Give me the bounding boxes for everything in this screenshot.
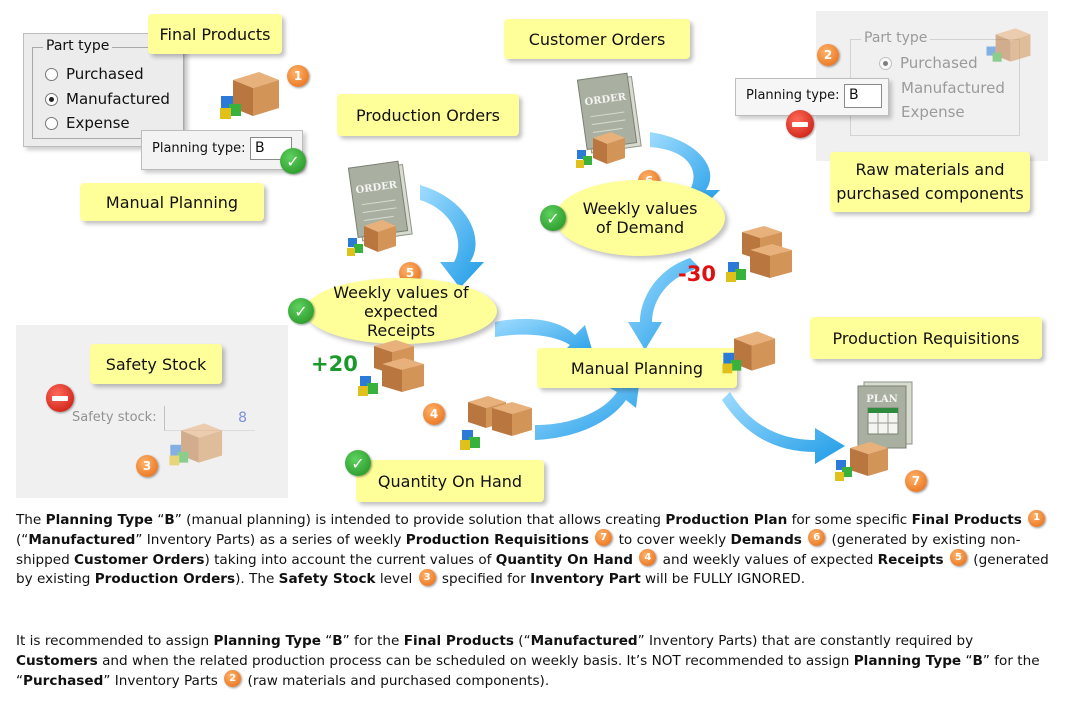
minus-icon [786, 110, 814, 138]
arrow-planning-to-requisitions [722, 392, 845, 464]
part-type-group: Part type Purchased Manufactured Expense [32, 38, 184, 139]
description-paragraph-2: It is recommended to assign Planning Typ… [16, 633, 1040, 689]
callout-final-products: Final Products [148, 14, 282, 54]
boxes-icon [460, 396, 532, 450]
boxes-icon [358, 340, 424, 396]
callout-manual-planning-left: Manual Planning [80, 183, 264, 221]
minus-icon [46, 384, 74, 412]
planning-type-panel-left: Planning type: B [141, 130, 303, 170]
arrow-qoh-to-planning [535, 378, 640, 440]
check-icon: ✓ [288, 298, 314, 324]
callout-manual-planning-center: Manual Planning [537, 348, 737, 388]
order-document-icon: ORDER [347, 160, 413, 256]
callout-production-requisitions: Production Requisitions [810, 317, 1042, 359]
badge-1-icon: 1 [287, 65, 309, 87]
check-icon: ✓ [280, 148, 306, 174]
badge-5-inline-icon: 5 [949, 549, 967, 567]
radio-purchased[interactable]: Purchased [45, 65, 144, 83]
ellipse-weekly-demand: Weekly values of Demand [555, 180, 725, 256]
arrow-orders-to-receipts [420, 185, 484, 288]
badge-6-inline-icon: 6 [808, 529, 826, 547]
badge-3-icon: 3 [136, 455, 158, 477]
receipts-number: +20 [311, 352, 358, 376]
demand-number: -30 [678, 262, 716, 286]
ellipse-weekly-receipts: Weekly values of expected Receipts [305, 278, 497, 344]
check-icon: ✓ [540, 205, 566, 231]
radio-manufactured[interactable]: Manufactured [45, 90, 170, 108]
description-paragraph-1: The Planning Type “B” (manual planning) … [16, 509, 1056, 590]
badge-7-icon: 7 [905, 470, 927, 492]
badge-4-icon: 4 [423, 403, 445, 425]
badge-4-inline-icon: 4 [639, 549, 657, 567]
callout-production-orders: Production Orders [337, 94, 519, 136]
planning-type-panel-right: Planning type: B [735, 78, 889, 116]
boxes-icon [986, 28, 1031, 62]
planning-type-label: Planning type: [152, 141, 246, 156]
radio-expense[interactable]: Expense [45, 114, 130, 132]
badge-2-inline-icon: 2 [224, 670, 242, 688]
badge-7-inline-icon: 7 [595, 529, 613, 547]
radio-expense-right[interactable]: Expense [901, 103, 965, 121]
radio-purchased-right[interactable]: Purchased [879, 54, 978, 72]
part-type-group-title: Part type [43, 38, 113, 54]
boxes-icon [220, 72, 279, 119]
safety-stock-label: Safety stock: [72, 410, 157, 425]
plan-label: PLAN [866, 394, 897, 405]
customer-order-document-icon: ORDER [576, 72, 642, 168]
boxes-icon [169, 423, 223, 466]
arrow-demand-to-planning [628, 258, 700, 350]
badge-1-inline-icon: 1 [1028, 509, 1046, 527]
callout-raw-materials: Raw materials and purchased components [830, 152, 1030, 212]
callout-quantity-on-hand: Quantity On Hand [356, 460, 544, 502]
badge-3-inline-icon: 3 [418, 568, 436, 586]
check-icon: ✓ [345, 450, 371, 476]
boxes-icon [726, 226, 792, 282]
callout-safety-stock: Safety Stock [90, 344, 222, 384]
safety-stock-field-group: Safety stock: 8 [64, 404, 262, 434]
boxes-icon [722, 331, 776, 374]
callout-customer-orders: Customer Orders [504, 19, 690, 59]
planning-type-label-right: Planning type: [746, 88, 840, 103]
plan-document-icon: PLAN [835, 381, 913, 481]
radio-manufactured-right[interactable]: Manufactured [901, 79, 1005, 97]
planning-type-field-right[interactable]: B [844, 84, 882, 108]
badge-2-icon: 2 [817, 44, 839, 66]
